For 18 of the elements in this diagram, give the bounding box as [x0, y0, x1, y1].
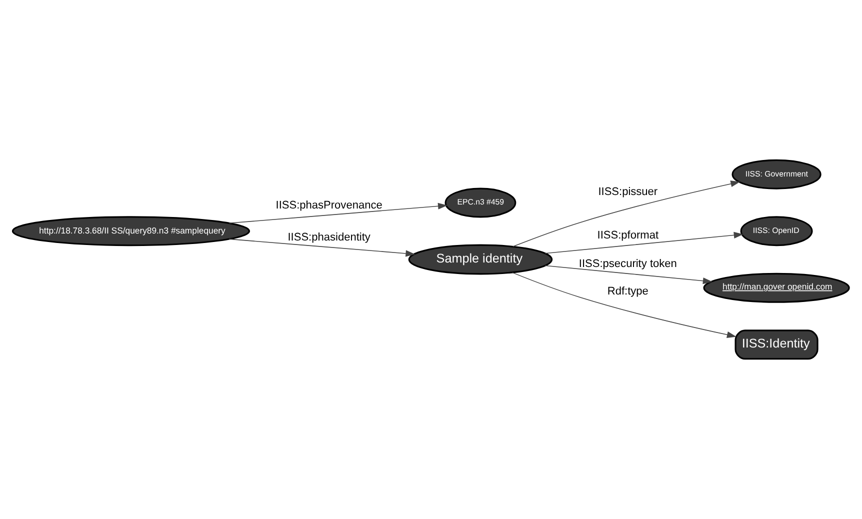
node-ellipse: Sample identity	[408, 244, 553, 275]
arrow	[228, 238, 416, 257]
edge-label: IISS:phasidentity	[288, 232, 370, 244]
arrow	[544, 265, 712, 284]
node-ellipse: http://18.78.3.68/II SS/query89.n3 #samplequery	[12, 216, 250, 246]
arrow	[512, 180, 740, 247]
edge-label: IISS:pformat	[597, 229, 659, 242]
node-ellipse: EPC.n3 #459	[444, 188, 516, 218]
arrow	[544, 232, 744, 254]
arrow	[512, 272, 736, 338]
edge-label: IISS:psecurity token	[578, 258, 677, 270]
edge-label: IISS:phasProvenance	[276, 199, 382, 212]
arrow	[228, 202, 448, 224]
edge-label: IISS:pissuer	[598, 186, 658, 198]
node-box: IISS:Identity	[734, 330, 818, 360]
edge-label: Rdf:type	[607, 285, 648, 298]
node-ellipse: IISS: Government	[732, 159, 822, 190]
node-ellipse: IISS: OpenID	[740, 216, 813, 246]
